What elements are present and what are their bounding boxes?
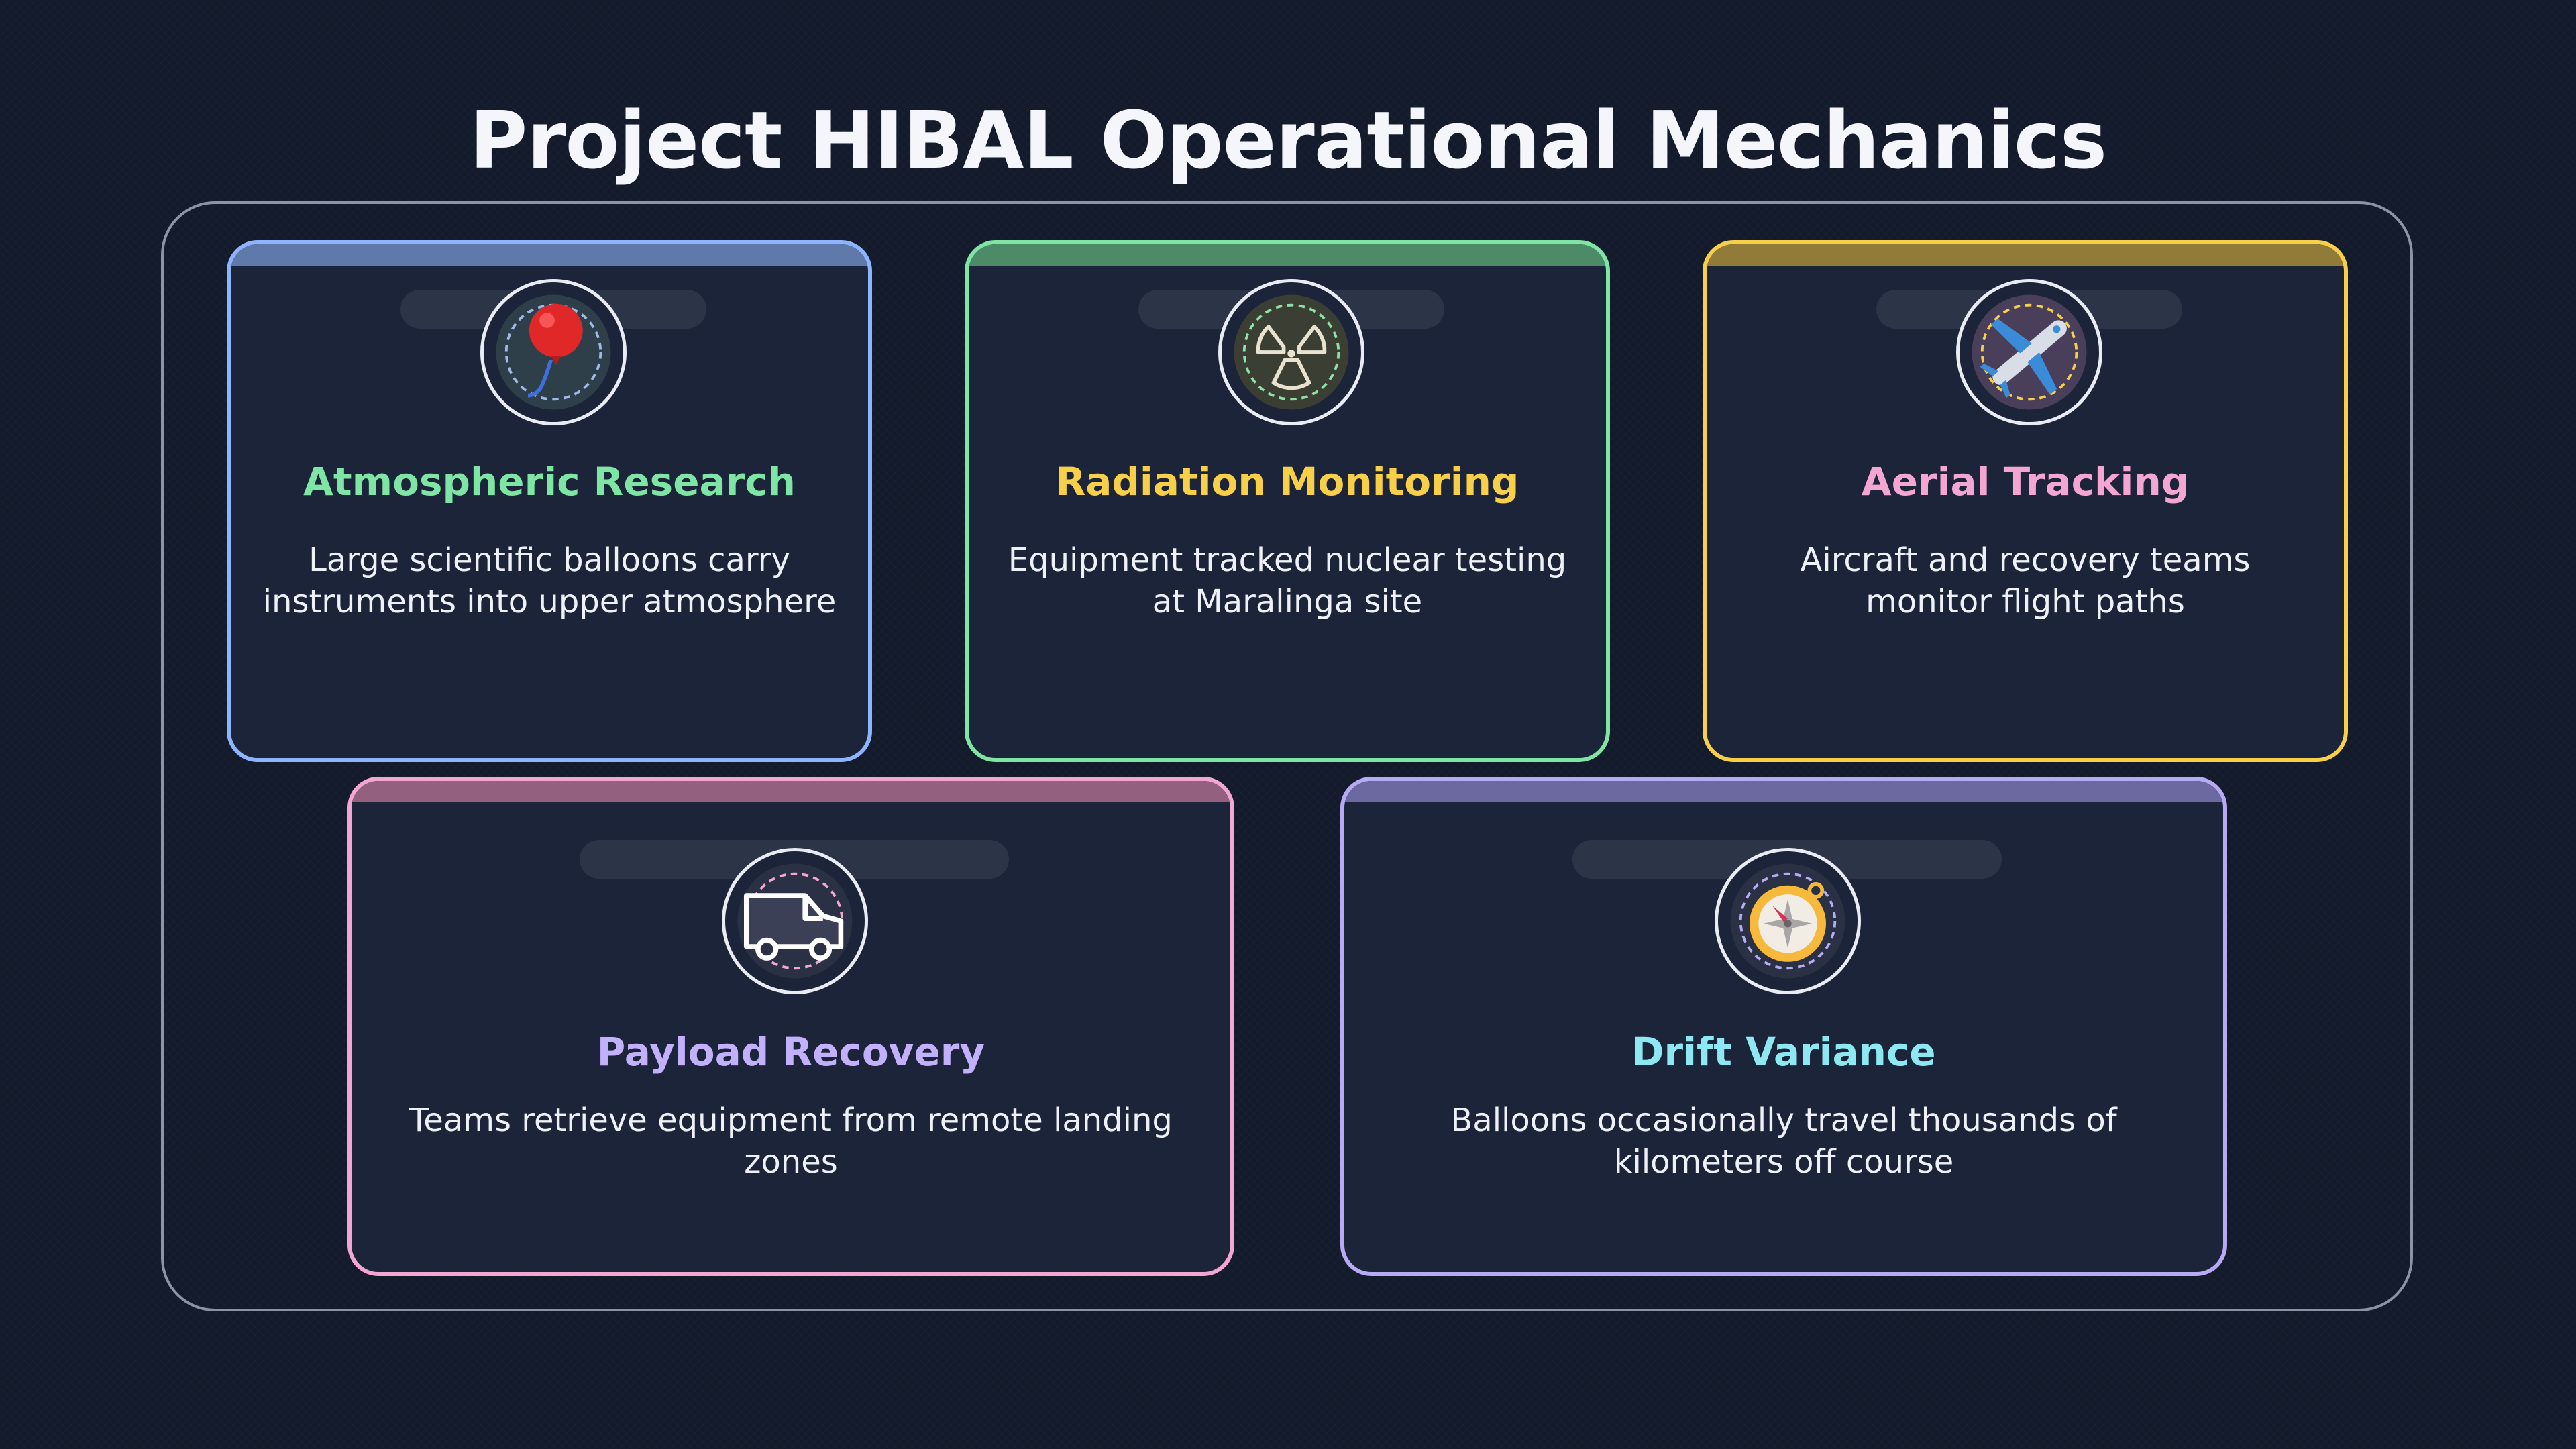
- card-payload-recovery: Payload Recovery Teams retrieve equipmen…: [347, 777, 1234, 1276]
- card-header-band: [231, 244, 868, 266]
- icon-badge: [1956, 279, 2102, 425]
- card-title: Payload Recovery: [596, 1029, 985, 1075]
- card-description: Large scientific balloons carry instrume…: [262, 541, 837, 621]
- card-title: Aerial Tracking: [1861, 459, 2190, 504]
- truck-icon: [737, 863, 853, 979]
- card-drift-variance: Drift Variance Balloons occasionally tra…: [1340, 777, 2227, 1276]
- icon-badge: [480, 279, 627, 425]
- card-header-band: [969, 244, 1606, 266]
- card-header-band: [1707, 244, 2344, 266]
- card-description: Balloons occasionally travel thousands o…: [1450, 1102, 2117, 1181]
- card-atmospheric-research: Atmospheric Research Large scientific ba…: [227, 240, 872, 762]
- icon-badge: [1218, 279, 1364, 425]
- page-title: Project HIBAL Operational Mechanics: [469, 94, 2107, 186]
- card-radiation-monitoring: Radiation Monitoring Equipment tracked n…: [965, 240, 1610, 762]
- card-description: Equipment tracked nuclear testing at Mar…: [1008, 541, 1567, 621]
- card-header-band: [352, 781, 1230, 802]
- icon-badge: [1715, 848, 1861, 994]
- icon-badge: [722, 848, 868, 994]
- card-title: Drift Variance: [1631, 1029, 1936, 1075]
- diagram-frame: [161, 201, 2413, 1311]
- airplane-icon: [1972, 294, 2087, 410]
- card-description: Aircraft and recovery teams monitor flig…: [1800, 541, 2251, 621]
- balloon-icon: [496, 294, 611, 410]
- card-title: Atmospheric Research: [303, 459, 796, 504]
- card-aerial-tracking: Aerial Tracking Aircraft and recovery te…: [1703, 240, 2348, 762]
- card-title: Radiation Monitoring: [1055, 459, 1519, 504]
- card-description: Teams retrieve equipment from remote lan…: [409, 1102, 1173, 1181]
- card-header-band: [1344, 781, 2223, 802]
- compass-icon: [1730, 863, 1845, 979]
- radiation-icon: [1234, 294, 1349, 410]
